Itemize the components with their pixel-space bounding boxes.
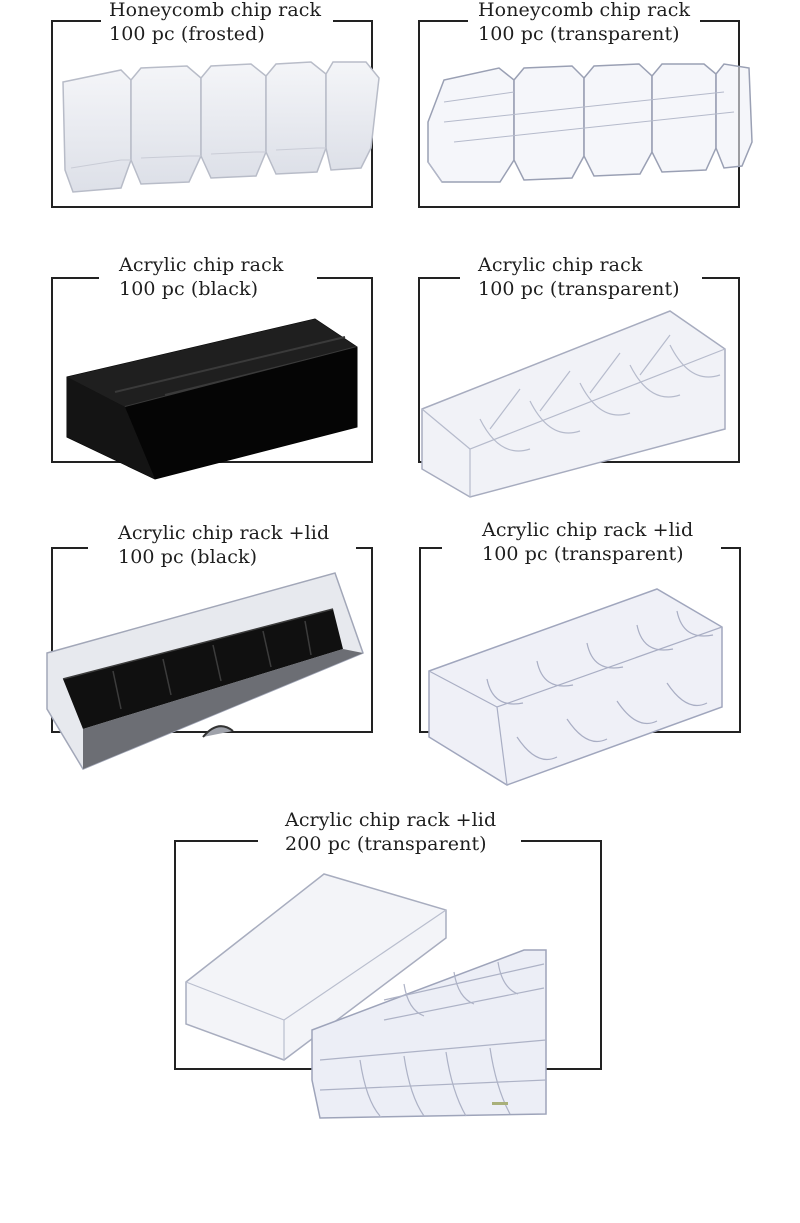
product-title: Acrylic chip rack +lid [482,519,694,541]
frame-top-right [721,547,741,549]
product-card-honeycomb-frosted: Honeycomb chip rack 100 pc (frosted) [51,0,380,208]
acrylic-tray-transparent-lid-icon [428,588,723,786]
product-card-acrylic-black: Acrylic chip rack 100 pc (black) [51,254,373,480]
acrylic-tray-black-lid-icon [46,572,364,770]
product-title: Honeycomb chip rack [478,0,691,21]
acrylic-tray-black-icon [66,318,358,480]
product-card-honeycomb-transparent: Honeycomb chip rack 100 pc (transparent) [418,0,753,208]
frame-top-right [521,840,602,842]
product-title: Acrylic chip rack [478,254,643,276]
acrylic-tray-transparent-icon [421,310,726,498]
product-caption: Acrylic chip rack +lid 200 pc (transpare… [285,808,496,856]
frame-top-left [51,20,101,22]
frame-top-right [700,20,740,22]
product-card-acrylic-black-lid: Acrylic chip rack +lid 100 pc (black) [46,522,373,770]
product-subtitle: 100 pc (black) [118,546,258,568]
product-caption: Honeycomb chip rack 100 pc (transparent) [478,0,690,46]
product-title: Acrylic chip rack +lid [285,809,497,831]
product-caption: Acrylic chip rack 100 pc (black) [119,253,283,301]
product-title: Acrylic chip rack +lid [118,522,330,544]
product-title: Acrylic chip rack [119,254,284,276]
product-card-acrylic-transparent: Acrylic chip rack 100 pc (transparent) [418,254,740,498]
product-subtitle: 200 pc (transparent) [285,833,487,855]
honeycomb-rack-transparent-icon [427,63,753,183]
frame-top-right [702,277,740,279]
product-card-acrylic-transparent-lid: Acrylic chip rack +lid 100 pc (transpare… [419,519,741,786]
frame-top-left [418,277,460,279]
product-subtitle: 100 pc (transparent) [478,278,680,300]
frame-top-right [333,20,373,22]
acrylic-case-200-transparent-icon [185,873,547,1119]
product-subtitle: 100 pc (frosted) [109,23,265,45]
product-title: Honeycomb chip rack [109,0,322,21]
product-card-acrylic-case-200: Acrylic chip rack +lid 200 pc (transpare… [174,809,602,1119]
product-caption: Acrylic chip rack +lid 100 pc (black) [118,521,329,569]
frame-top-left [174,840,258,842]
product-subtitle: 100 pc (black) [119,278,259,300]
product-caption: Honeycomb chip rack 100 pc (frosted) [109,0,321,46]
frame-top-left [51,547,88,549]
honeycomb-rack-frosted-icon [62,61,380,193]
product-subtitle: 100 pc (transparent) [478,23,680,45]
product-subtitle: 100 pc (transparent) [482,543,684,565]
product-caption: Acrylic chip rack +lid 100 pc (transpare… [482,518,693,566]
frame-top-left [418,20,468,22]
frame-top-right [356,547,373,549]
frame-top-left [51,277,99,279]
frame-top-right [317,277,373,279]
product-caption: Acrylic chip rack 100 pc (transparent) [478,253,680,301]
frame-top-left [419,547,442,549]
